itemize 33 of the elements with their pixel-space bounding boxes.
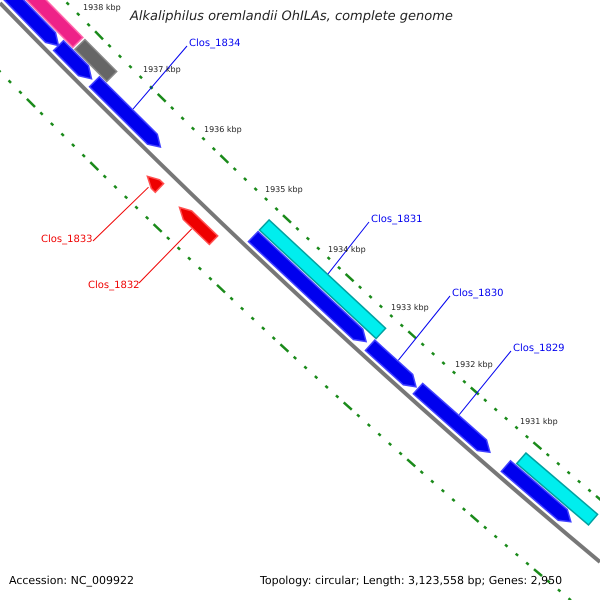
leader-line	[458, 350, 512, 416]
scale-label: 1933 kbp	[391, 304, 429, 313]
gene-label: Clos_1831	[371, 214, 423, 225]
gene-label: Clos_1833	[41, 234, 93, 245]
gene-segment	[247, 230, 368, 343]
footer-text: Accession: NC_009922	[9, 575, 134, 588]
scale-label: 1935 kbp	[265, 186, 303, 195]
gene-segment	[52, 40, 92, 80]
gene-segment	[516, 452, 599, 526]
footer-text: Topology: circular; Length: 3,123,558 bp; Genes: 2,950	[260, 575, 562, 588]
gene-segment	[88, 76, 162, 148]
title: Alkaliphilus oremlandii OhILAs, complete genome	[130, 10, 453, 24]
leader-line	[328, 222, 370, 274]
gene-label: Clos_1832	[88, 280, 140, 291]
scale-label: 1937 kbp	[143, 66, 181, 75]
leader-line	[398, 296, 450, 361]
gene-label: Clos_1829	[513, 343, 565, 354]
gene-segment	[74, 38, 118, 82]
scale-label: 1936 kbp	[204, 126, 242, 135]
gene-segment	[146, 175, 165, 194]
leader-line	[132, 46, 188, 110]
scale-label: 1934 kbp	[328, 246, 366, 255]
leader-line	[92, 186, 149, 242]
gene-segment	[412, 382, 491, 454]
gene-segment	[500, 460, 572, 523]
gene-segment	[364, 339, 418, 388]
scale-label: 1931 kbp	[520, 418, 558, 427]
gene-label: Clos_1830	[452, 288, 504, 299]
leader-line	[138, 228, 192, 284]
gene-label: Clos_1834	[189, 38, 241, 49]
gene-segment	[24, 0, 84, 48]
scale-label: 1932 kbp	[455, 361, 493, 370]
gene-segment	[178, 206, 219, 246]
